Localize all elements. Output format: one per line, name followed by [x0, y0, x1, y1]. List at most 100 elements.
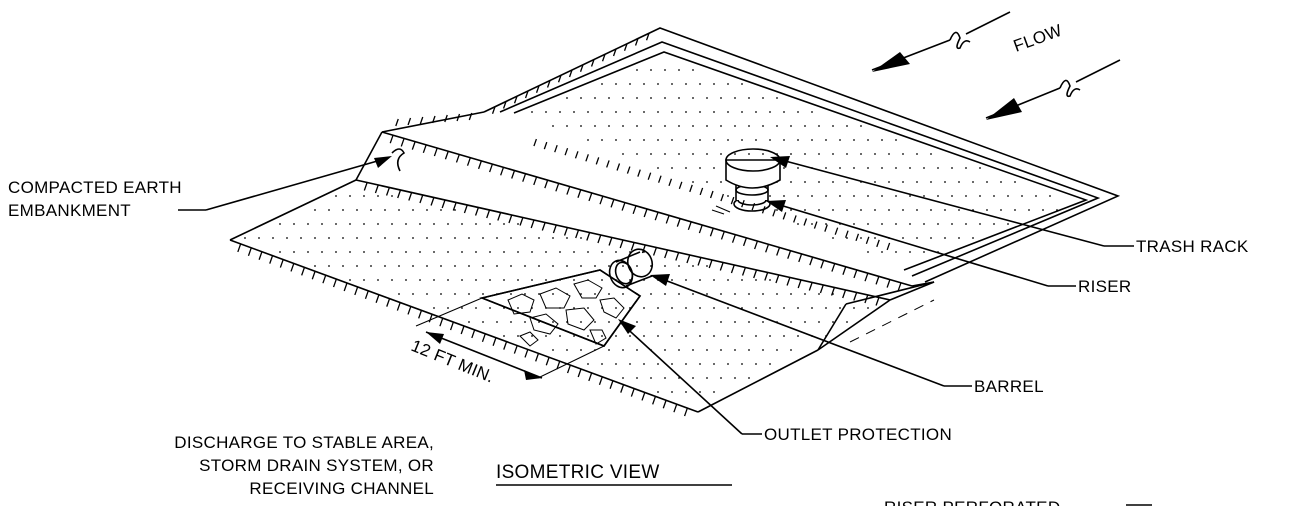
- hatch-mark: [709, 190, 714, 199]
- hatch-mark: [444, 151, 449, 160]
- stipple-dot: [713, 111, 715, 113]
- stipple-dot: [972, 237, 974, 239]
- stipple-dot: [720, 321, 722, 323]
- stipple-dot: [664, 125, 666, 127]
- hatch-mark: [407, 306, 412, 315]
- stipple-dot: [657, 391, 659, 393]
- hatch-mark: [374, 184, 379, 194]
- hatch-mark: [782, 212, 787, 220]
- stipple-dot: [846, 209, 848, 211]
- stipple-dot: [685, 83, 687, 85]
- stipple-dot: [692, 349, 694, 351]
- stipple-dot: [671, 391, 673, 393]
- stipple-dot: [615, 83, 617, 85]
- stipple-dot: [888, 209, 890, 211]
- stipple-dot: [720, 153, 722, 155]
- hatch-mark: [574, 151, 579, 159]
- stipple-dot: [1042, 209, 1044, 211]
- trash-rack-leader: [770, 156, 1134, 247]
- stipple-dot: [867, 139, 869, 141]
- hatch-mark: [645, 33, 650, 41]
- hatch-mark: [699, 187, 704, 196]
- stipple-dot: [629, 363, 631, 365]
- hatch-mark: [258, 251, 263, 260]
- hatch-mark: [754, 240, 759, 250]
- stipple-dot: [594, 293, 596, 295]
- hatch-mark: [897, 282, 902, 292]
- barrel-pipe: [608, 248, 654, 289]
- hatch-mark: [471, 329, 476, 339]
- stipple-dot: [328, 237, 330, 239]
- stipple-dot: [454, 209, 456, 211]
- stipple-dot: [741, 363, 743, 365]
- stipple-dot: [692, 125, 694, 127]
- stipple-dot: [503, 279, 505, 281]
- stipple-dot: [951, 195, 953, 197]
- stipple-dot: [559, 251, 561, 253]
- stipple-dot: [846, 125, 848, 127]
- stipple-dot: [734, 97, 736, 99]
- stipple-dot: [356, 265, 358, 267]
- stipple-dot: [755, 335, 757, 337]
- hatch-mark: [546, 80, 551, 88]
- stipple-dot: [748, 349, 750, 351]
- dimension-label: 12 FT MIN.: [409, 336, 497, 386]
- hatch-mark: [664, 249, 669, 259]
- stipple-dot: [916, 209, 918, 211]
- stipple-dot: [580, 97, 582, 99]
- stipple-dot: [923, 223, 925, 225]
- stipple-dot: [685, 307, 687, 309]
- stipple-dot: [657, 139, 659, 141]
- hatch-mark: [652, 247, 657, 256]
- stipple-dot: [671, 111, 673, 113]
- hatch-mark: [698, 224, 703, 234]
- hatch-mark: [621, 202, 626, 211]
- hatch-mark: [654, 211, 659, 221]
- stipple-dot: [594, 265, 596, 267]
- hatch-mark: [489, 163, 494, 173]
- hatch-mark: [876, 239, 880, 248]
- stipple-dot: [279, 223, 281, 225]
- embankment-leader: [178, 156, 392, 211]
- stipple-dot: [629, 335, 631, 337]
- stipple-dot: [685, 279, 687, 281]
- stipple-dot: [587, 363, 589, 365]
- stipple-dot: [377, 251, 379, 253]
- hatch-mark: [322, 274, 327, 284]
- hatch-mark: [886, 242, 891, 251]
- flow-label: FLOW: [1011, 21, 1065, 56]
- hatch-mark: [564, 148, 569, 156]
- stipple-dot: [482, 265, 484, 267]
- stipple-dot: [489, 279, 491, 281]
- stipple-dot: [727, 363, 729, 365]
- stipple-dot: [391, 279, 393, 281]
- hatch-mark: [301, 267, 306, 276]
- hatch-mark: [776, 247, 781, 256]
- stipple-dot: [671, 139, 673, 141]
- stipple-dot: [559, 335, 561, 337]
- stipple-dot: [769, 279, 771, 281]
- stipple-dot: [370, 237, 372, 239]
- stipple-dot: [566, 237, 568, 239]
- hatch-mark: [689, 184, 693, 193]
- stipple-dot: [433, 279, 435, 281]
- stipple-dot: [678, 125, 680, 127]
- hatch-mark: [697, 257, 702, 266]
- stipple-dot: [923, 167, 925, 169]
- stipple-dot: [503, 335, 505, 337]
- stipple-dot: [650, 377, 652, 379]
- stipple-dot: [769, 111, 771, 113]
- stipple-dot: [734, 125, 736, 127]
- hatch-mark: [626, 166, 631, 174]
- stipple-dot: [713, 83, 715, 85]
- stipple-dot: [783, 307, 785, 309]
- stipple-dot: [601, 111, 603, 113]
- stipple-dot: [692, 265, 694, 267]
- stipple-dot: [405, 251, 407, 253]
- hatch-mark: [492, 337, 497, 346]
- stipple-dot: [636, 153, 638, 155]
- stipple-dot: [748, 321, 750, 323]
- stipple-dot: [1007, 195, 1009, 197]
- stipple-dot: [363, 195, 365, 197]
- stipple-dot: [1000, 209, 1002, 211]
